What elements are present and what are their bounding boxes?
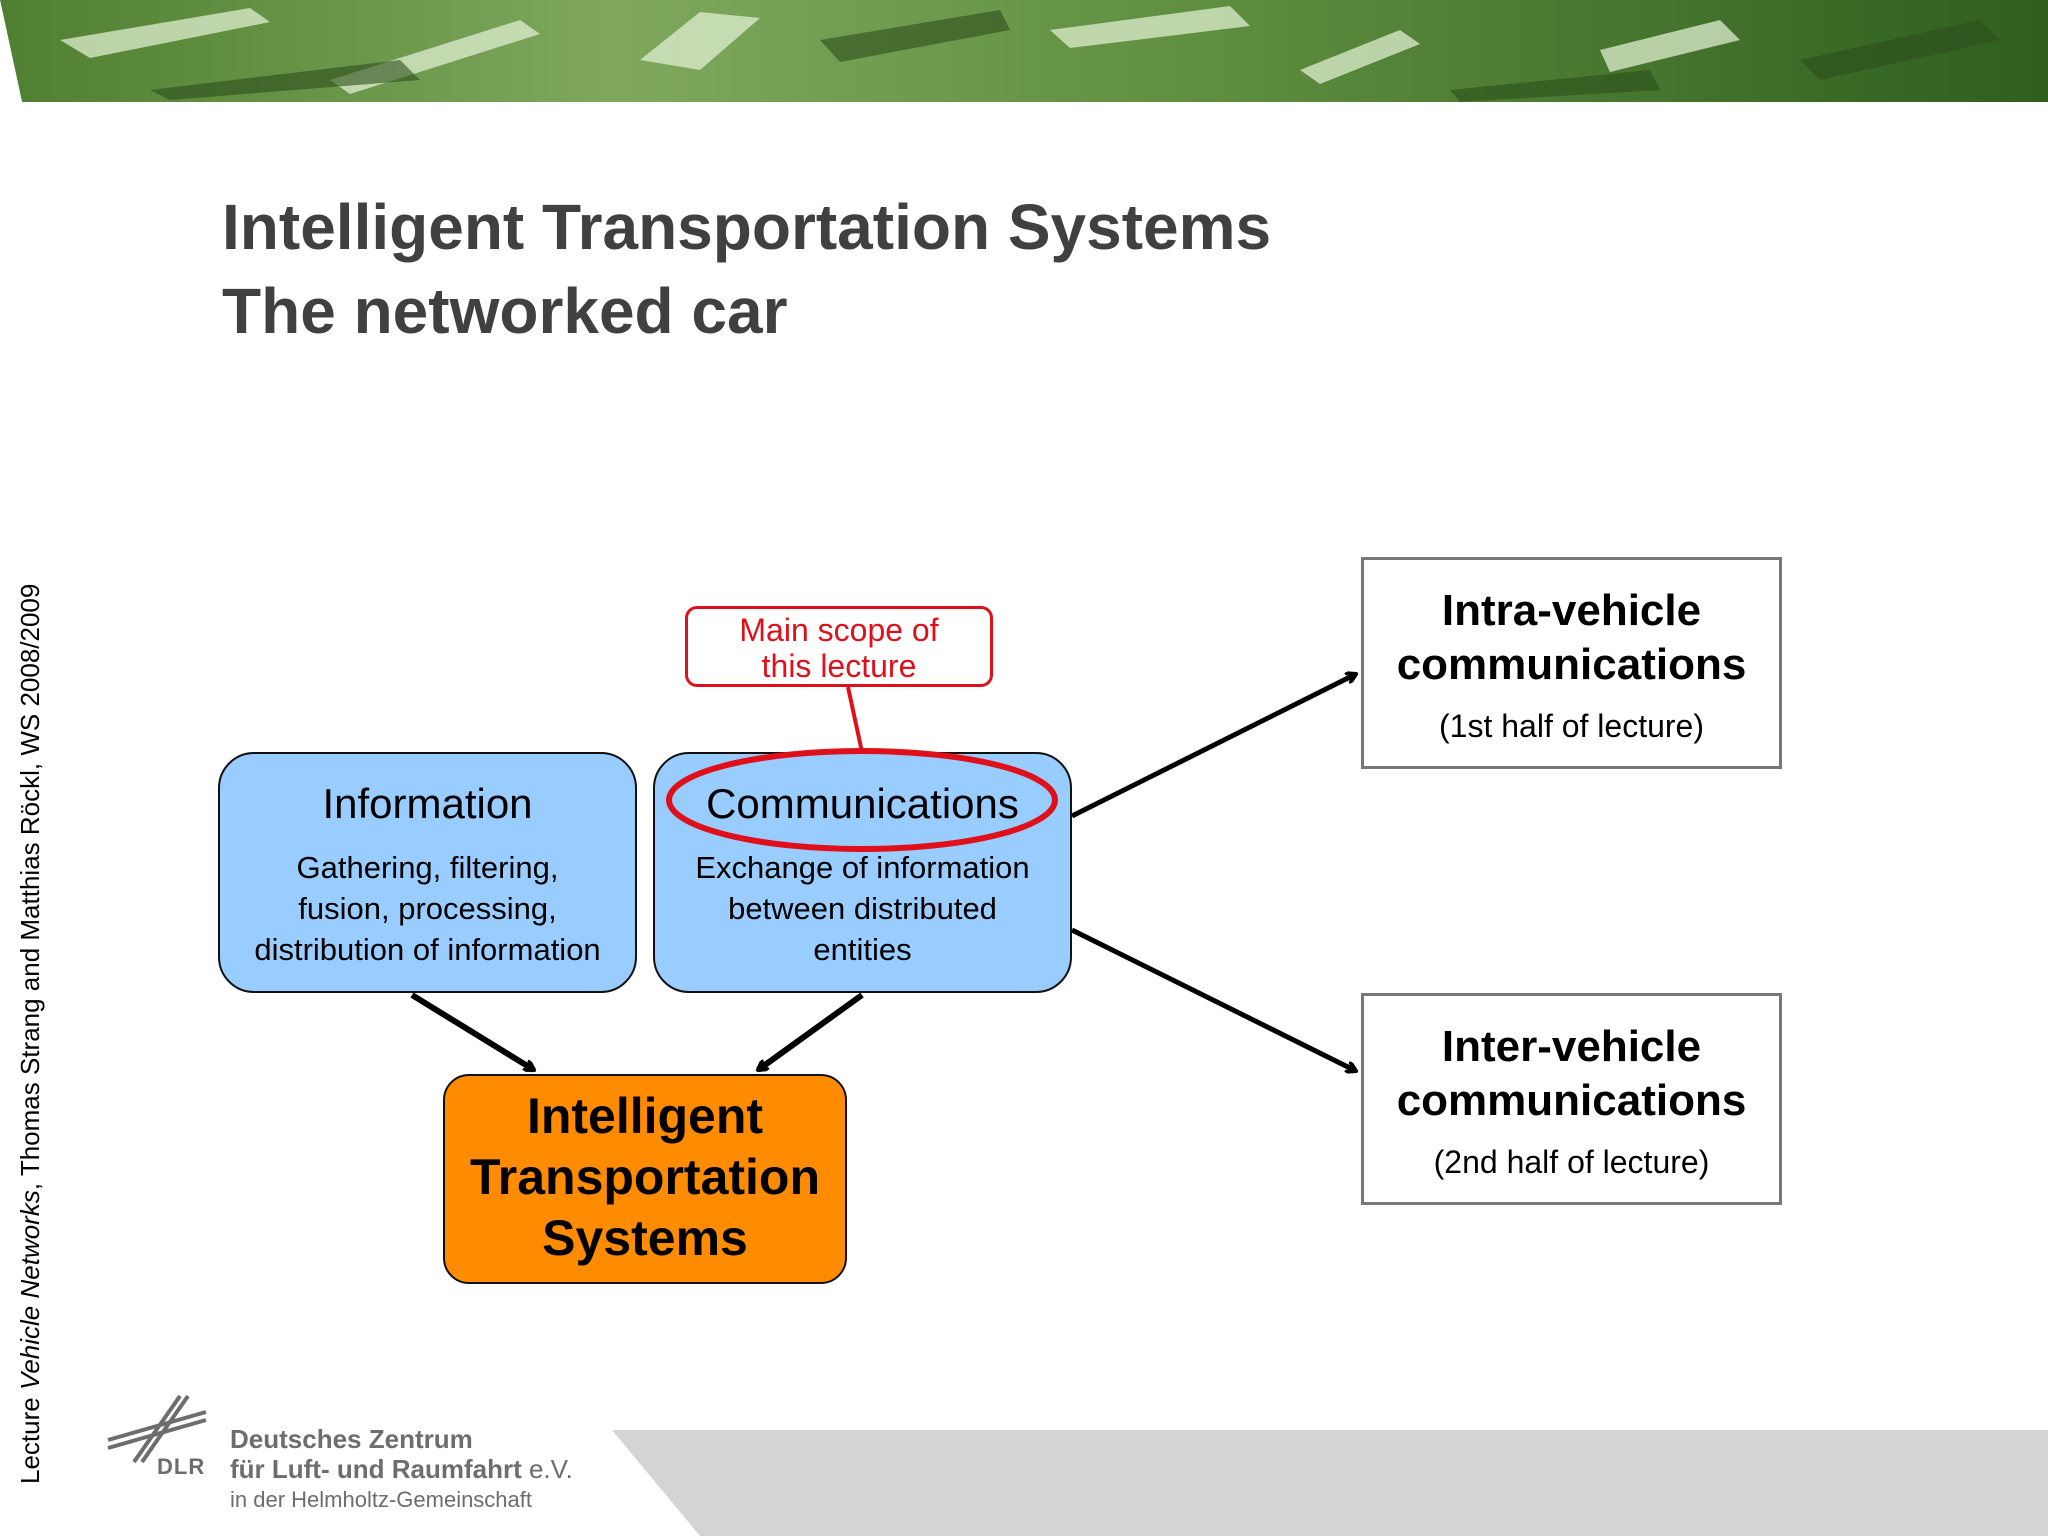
arrow-info-to-its xyxy=(410,992,534,1073)
lecture-credit: Lecture Vehicle Networks, Thomas Strang … xyxy=(8,484,52,1484)
inter-heading-line: Inter-vehicle xyxy=(1441,1022,1702,1071)
inter-note: (2nd half of lecture) xyxy=(1433,1144,1710,1180)
header-banner xyxy=(0,0,2048,102)
scope-callout: Main scope of this lecture xyxy=(685,606,993,687)
communications-heading: Communications xyxy=(706,780,1019,827)
credit-authors: , Thomas Strang and Matthias Röckl, WS 2… xyxy=(15,583,45,1191)
communications-line: between distributed xyxy=(728,891,997,926)
intra-vehicle-box: Intra-vehicle communications (1st half o… xyxy=(1361,557,1782,769)
slide-subtitle: The networked car xyxy=(222,275,788,347)
slide-title: Intelligent Transportation Systems xyxy=(222,191,1272,263)
inter-heading-line: communications xyxy=(1396,1076,1747,1125)
communications-line: Exchange of information xyxy=(695,850,1030,885)
logo-line2: für Luft- und Raumfahrt xyxy=(230,1454,522,1484)
dlr-wordmark: Deutsches Zentrum für Luft- und Raumfahr… xyxy=(230,1424,573,1516)
logo-line1: Deutsches Zentrum xyxy=(230,1424,473,1454)
course-name: Vehicle Networks xyxy=(15,1190,45,1391)
logo-ev: e.V. xyxy=(521,1454,573,1484)
dlr-abbr: DLR xyxy=(157,1454,206,1479)
information-line: distribution of information xyxy=(254,932,601,967)
information-box: Information Gathering, filtering, fusion… xyxy=(218,752,637,993)
logo-line3: in der Helmholtz-Gemeinschaft xyxy=(230,1487,533,1512)
intra-heading-line: Intra-vehicle xyxy=(1441,586,1702,635)
banner-image xyxy=(0,0,2048,102)
callout-line: this lecture xyxy=(761,648,917,684)
its-line: Systems xyxy=(542,1210,748,1266)
intra-heading-line: communications xyxy=(1396,640,1747,689)
communications-box: Communications Exchange of information b… xyxy=(653,752,1072,993)
footer-band xyxy=(612,1430,2048,1536)
dlr-logo-icon xyxy=(107,1394,207,1464)
its-box: Intelligent Transportation Systems xyxy=(443,1074,847,1284)
intra-note: (1st half of lecture) xyxy=(1439,708,1704,744)
information-line: fusion, processing, xyxy=(298,891,557,926)
arrow-to-intra xyxy=(1070,674,1356,819)
information-heading: Information xyxy=(322,780,533,827)
inter-vehicle-box: Inter-vehicle communications (2nd half o… xyxy=(1361,993,1782,1205)
arrow-comm-to-its xyxy=(758,992,864,1073)
its-line: Intelligent xyxy=(526,1088,764,1144)
information-line: Gathering, filtering, xyxy=(296,850,559,885)
callout-line: Main scope of xyxy=(739,612,939,648)
its-line: Transportation xyxy=(469,1149,821,1205)
communications-line: entities xyxy=(813,932,912,967)
arrow-to-inter xyxy=(1070,927,1356,1071)
callout-pointer xyxy=(846,686,864,753)
